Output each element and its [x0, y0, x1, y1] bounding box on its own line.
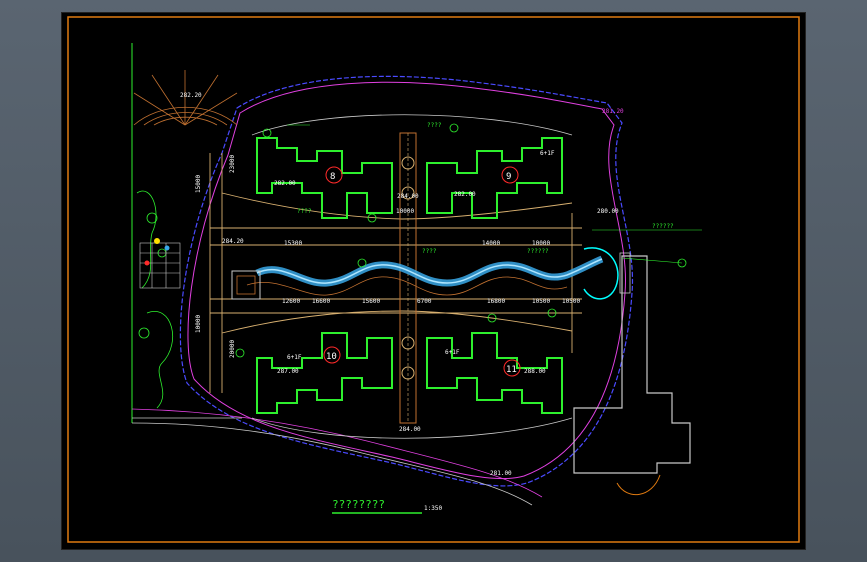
- center-elev: 284.00: [397, 193, 419, 200]
- right-elev: 280.00: [597, 208, 619, 215]
- site-boundary-magenta: [187, 81, 627, 480]
- leader-lines: [287, 124, 702, 264]
- drawing-sheet[interactable]: 8 9 10 11 6+1F 6+1F 6+1F 282.00 282.00 2…: [62, 13, 805, 549]
- dim-9: 14000: [482, 240, 500, 247]
- building-10-number: 10: [326, 352, 337, 362]
- note-2: ??????: [652, 223, 674, 230]
- drawing-title: ????????: [332, 498, 385, 511]
- building-10-floors: 6+1F: [287, 354, 302, 361]
- north-arc-road: [251, 114, 573, 136]
- left-col-3: 10000: [195, 315, 202, 333]
- west-building: [231, 270, 261, 300]
- building-8-outline: [256, 137, 393, 219]
- building-9-elev: 282.00: [454, 191, 476, 198]
- dim-4: 16800: [487, 298, 505, 305]
- dim-10: 10000: [532, 240, 550, 247]
- center-dim: 10000: [396, 208, 414, 215]
- site-boundary-blue: [179, 75, 634, 487]
- south-arc-road: [251, 417, 573, 439]
- left-plaza-color: [144, 238, 170, 266]
- internal-roads: [209, 153, 582, 393]
- dim-3: 15600: [362, 298, 380, 305]
- building-8-elev: 282.00: [274, 180, 296, 187]
- building-8-number: 8: [330, 172, 335, 182]
- mid-left-elev: 284.20: [222, 238, 244, 245]
- building-11-elev: 288.00: [524, 368, 546, 375]
- left-landscape: [136, 190, 173, 409]
- left-elev: 282.20: [180, 92, 202, 99]
- building-10-elev: 287.00: [277, 368, 299, 375]
- dim-2: 16600: [312, 298, 330, 305]
- building-markers: [323, 166, 521, 377]
- bottom-elev: 281.00: [490, 470, 512, 477]
- note-3: ????: [297, 208, 312, 215]
- dim-8: 15300: [284, 240, 302, 247]
- left-col-4: 20000: [229, 340, 236, 358]
- dim-1: 12600: [282, 298, 300, 305]
- central-axis: [399, 132, 417, 424]
- building-9-number: 9: [506, 172, 511, 182]
- drawing-frame: [67, 16, 800, 543]
- west-building-inner: [236, 275, 256, 295]
- building-10-outline: [256, 332, 393, 414]
- site-plan-drawing[interactable]: 8 9 10 11 6+1F 6+1F 6+1F 282.00 282.00 2…: [62, 13, 805, 549]
- note-5: ??????: [527, 248, 549, 255]
- water-canal-inner: [256, 258, 603, 284]
- water-canal-edge: [246, 276, 568, 296]
- south-curve-road: [131, 422, 533, 506]
- dim-7: 6700: [417, 298, 432, 305]
- drawing-scale: 1:350: [424, 505, 442, 512]
- south-curve-road-2: [131, 408, 543, 498]
- building-9-outline: [426, 137, 563, 219]
- east-building-outline: [573, 255, 691, 474]
- building-11-number: 11: [506, 365, 517, 375]
- east-arc: [616, 474, 661, 496]
- dim-5: 10500: [532, 298, 550, 305]
- building-11-floors: 6+1F: [445, 349, 460, 356]
- bottom-center-elev: 284.00: [399, 426, 421, 433]
- plaza-fan: [133, 70, 238, 126]
- left-col-2: 23000: [229, 155, 236, 173]
- annotation-markers: [235, 123, 687, 358]
- left-col-1: 15000: [195, 175, 202, 193]
- dim-6: 10500: [562, 298, 580, 305]
- note-1: ????: [427, 122, 442, 129]
- building-9-floors: 6+1F: [540, 150, 555, 157]
- east-pond: [583, 247, 631, 300]
- note-4: ????: [422, 248, 437, 255]
- building-11-outline: [426, 332, 563, 414]
- top-right-elev: 281.20: [602, 108, 624, 115]
